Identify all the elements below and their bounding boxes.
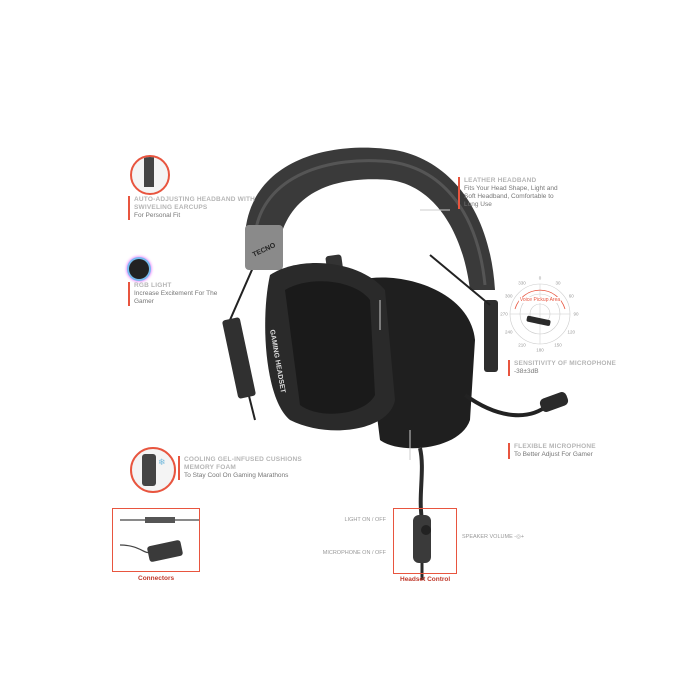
connector-caption: Connectors — [138, 575, 175, 582]
volume-wheel — [421, 525, 431, 535]
feature-desc: -38±3dB — [514, 368, 539, 375]
polar-angle-label: 300 — [505, 294, 513, 299]
polar-angle-label: 330 — [518, 280, 526, 285]
polar-angle-label: 210 — [518, 343, 526, 348]
feature-headband-adjust: Auto-adjusting headband with swiveling e… — [128, 196, 274, 220]
feature-rgb-light: RGB Light Increase Excitement For The Ga… — [128, 282, 224, 306]
feature-leather-headband: Leather Headband Fits Your Head Shape, L… — [458, 177, 559, 209]
rgb-light-icon — [129, 259, 149, 279]
feature-desc: Increase Excitement For The Gamer — [134, 290, 218, 305]
snowflake-icon: ❄ — [158, 457, 166, 467]
polar-angle-label: 0 — [539, 276, 542, 281]
brand-plate — [245, 225, 283, 270]
feature-title: Auto-adjusting headband with swiveling e… — [134, 196, 256, 211]
feature-flexible-mic: Flexible microphone To Better Adjust For… — [508, 443, 624, 459]
leader-lines — [379, 209, 450, 460]
feature-title: RGB Light — [134, 282, 172, 289]
feature-title: Leather Headband — [464, 177, 537, 184]
polar-angle-label: 150 — [554, 343, 562, 348]
volume-label: Speaker Volume -◎+ — [462, 534, 525, 540]
connector-box — [112, 508, 200, 572]
headband-detail-image — [130, 155, 170, 195]
feature-desc: Fits Your Head Shape, Light and Soft Hea… — [464, 185, 558, 208]
feature-cooling-cushions: Cooling gel-infused cushions memory foam… — [178, 456, 314, 480]
feature-mic-sensitivity: Sensitivity of microphone -38±3dB — [508, 360, 624, 376]
audio-jack — [145, 517, 175, 523]
mic-head — [539, 392, 569, 412]
pickup-arc — [514, 289, 566, 310]
cushion-detail-image: ❄ — [130, 447, 176, 493]
connector-illustration — [119, 517, 200, 562]
polar-angle-label: 90 — [573, 312, 579, 317]
polar-angle-label: 30 — [555, 280, 561, 285]
feature-title: Flexible microphone — [514, 443, 596, 450]
feature-title: Cooling gel-infused cushions memory foam — [184, 456, 302, 471]
mic-glyph — [526, 315, 551, 326]
mic-toggle-label: Microphone On / Off — [322, 550, 386, 556]
polar-pattern: 0 30 60 90 120 150 180 210 240 270 300 330 — [500, 276, 579, 353]
control-caption: Headset Control — [400, 576, 451, 583]
polar-angle-label: 60 — [569, 294, 575, 299]
polar-angle-label: 270 — [500, 312, 508, 317]
feature-desc: To Better Adjust For Gamer — [514, 451, 593, 458]
feature-desc: For Personal Fit — [134, 212, 181, 219]
feature-title: Sensitivity of microphone — [514, 360, 617, 367]
cable — [418, 447, 424, 521]
control-box — [393, 508, 457, 574]
polar-angle-label: 120 — [567, 330, 575, 335]
feature-desc: To Stay Cool On Gaming Marathons — [184, 472, 289, 479]
mic-boom — [463, 393, 550, 418]
polar-label: Voice Pickup Area — [518, 297, 562, 303]
polar-angle-label: 240 — [505, 330, 513, 335]
light-toggle-label: Light On / Off — [344, 517, 386, 523]
polar-angle-label: 180 — [536, 348, 544, 353]
usb-plug — [147, 540, 183, 562]
headband — [245, 147, 495, 290]
